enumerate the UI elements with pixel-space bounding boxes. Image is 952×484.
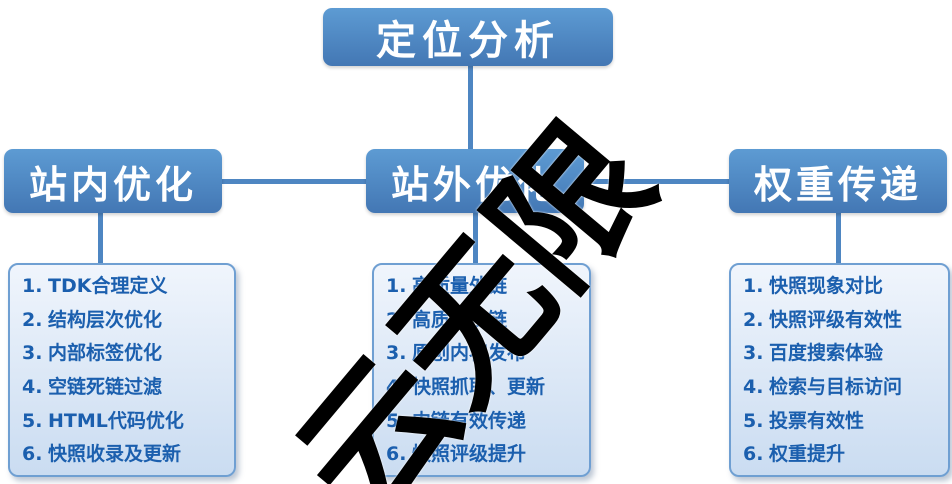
branch-title: 站内优化 bbox=[28, 162, 197, 207]
item-number: 6. bbox=[386, 443, 407, 466]
item-text: 原创内容发布 bbox=[412, 342, 527, 365]
item-text: 投票有效性 bbox=[769, 409, 865, 432]
item-number: 6. bbox=[22, 443, 43, 466]
item-text: 快照抓取、更新 bbox=[412, 375, 546, 398]
connector-weight-to-list bbox=[836, 211, 841, 267]
list-item: 6.快照收录及更新 bbox=[22, 443, 226, 466]
item-number: 6. bbox=[743, 443, 764, 466]
branch-title: 权重传递 bbox=[753, 162, 922, 207]
connector-offsite-to-list bbox=[473, 211, 478, 267]
list-item: 3.内部标签优化 bbox=[22, 342, 226, 365]
list-item: 6.快照评级提升 bbox=[386, 443, 581, 466]
item-text: 内链有效传递 bbox=[412, 409, 527, 432]
list-item: 3.百度搜索体验 bbox=[743, 342, 940, 365]
list-panel-weight: 1.快照现象对比 2.快照评级有效性 3.百度搜索体验 4.检索与目标访问 5.… bbox=[729, 263, 950, 477]
list-item: 2.快照评级有效性 bbox=[743, 308, 940, 332]
item-number: 5. bbox=[22, 409, 43, 432]
item-number: 3. bbox=[743, 342, 764, 365]
list-item: 1.快照现象对比 bbox=[743, 275, 940, 298]
item-number: 3. bbox=[22, 342, 43, 365]
list-item: 1.高质量外链 bbox=[386, 275, 581, 298]
branch-node-weight-transfer: 权重传递 bbox=[729, 149, 947, 213]
item-text: 百度搜索体验 bbox=[769, 342, 884, 365]
item-number: 5. bbox=[743, 409, 764, 432]
item-text: TDK合理定义 bbox=[48, 275, 168, 297]
branch-node-onsite-optimization: 站内优化 bbox=[4, 149, 222, 213]
list-item: 5.HTML代码优化 bbox=[22, 409, 226, 433]
connector-onsite-to-list bbox=[98, 211, 103, 267]
item-text: 快照评级有效性 bbox=[769, 308, 903, 331]
item-text: 内部标签优化 bbox=[48, 342, 163, 365]
item-number: 3. bbox=[386, 342, 407, 365]
list-item: 5.投票有效性 bbox=[743, 409, 940, 433]
item-number: 1. bbox=[386, 275, 407, 297]
root-node-title: 定位分析 bbox=[376, 18, 560, 64]
root-node-positioning-analysis: 定位分析 bbox=[323, 8, 613, 66]
item-number: 4. bbox=[386, 375, 407, 398]
list-item: 4.检索与目标访问 bbox=[743, 375, 940, 399]
item-number: 1. bbox=[743, 275, 764, 297]
list-item: 2.结构层次优化 bbox=[22, 308, 226, 332]
item-number: 2. bbox=[386, 308, 407, 331]
item-number: 4. bbox=[743, 375, 764, 398]
item-number: 2. bbox=[743, 308, 764, 331]
list-item: 6.权重提升 bbox=[743, 443, 940, 466]
item-number: 2. bbox=[22, 308, 43, 331]
item-text: 高质量友链 bbox=[412, 308, 508, 331]
item-text: 结构层次优化 bbox=[48, 308, 163, 331]
item-text: HTML代码优化 bbox=[48, 409, 184, 432]
item-number: 5. bbox=[386, 409, 407, 432]
list-item: 1.TDK合理定义 bbox=[22, 275, 226, 298]
list-item: 4.空链死链过滤 bbox=[22, 375, 226, 399]
item-number: 4. bbox=[22, 375, 43, 398]
item-text: 空链死链过滤 bbox=[48, 375, 163, 398]
item-text: 高质量外链 bbox=[412, 275, 508, 297]
connector-root-to-offsite bbox=[468, 62, 473, 154]
item-text: 快照评级提升 bbox=[412, 443, 527, 466]
list-item: 5.内链有效传递 bbox=[386, 409, 581, 433]
item-number: 1. bbox=[22, 275, 43, 297]
item-text: 快照收录及更新 bbox=[48, 443, 182, 466]
branch-title: 站外优化 bbox=[390, 162, 559, 207]
list-panel-onsite: 1.TDK合理定义 2.结构层次优化 3.内部标签优化 4.空链死链过滤 5.H… bbox=[8, 263, 236, 477]
list-panel-offsite: 1.高质量外链 2.高质量友链 3.原创内容发布 4.快照抓取、更新 5.内链有… bbox=[372, 263, 591, 477]
list-item: 3.原创内容发布 bbox=[386, 342, 581, 365]
list-item: 2.高质量友链 bbox=[386, 308, 581, 332]
item-text: 快照现象对比 bbox=[769, 275, 884, 297]
list-item: 4.快照抓取、更新 bbox=[386, 375, 581, 399]
branch-node-offsite-optimization: 站外优化 bbox=[366, 149, 584, 213]
item-text: 权重提升 bbox=[769, 443, 846, 466]
item-text: 检索与目标访问 bbox=[769, 375, 903, 398]
